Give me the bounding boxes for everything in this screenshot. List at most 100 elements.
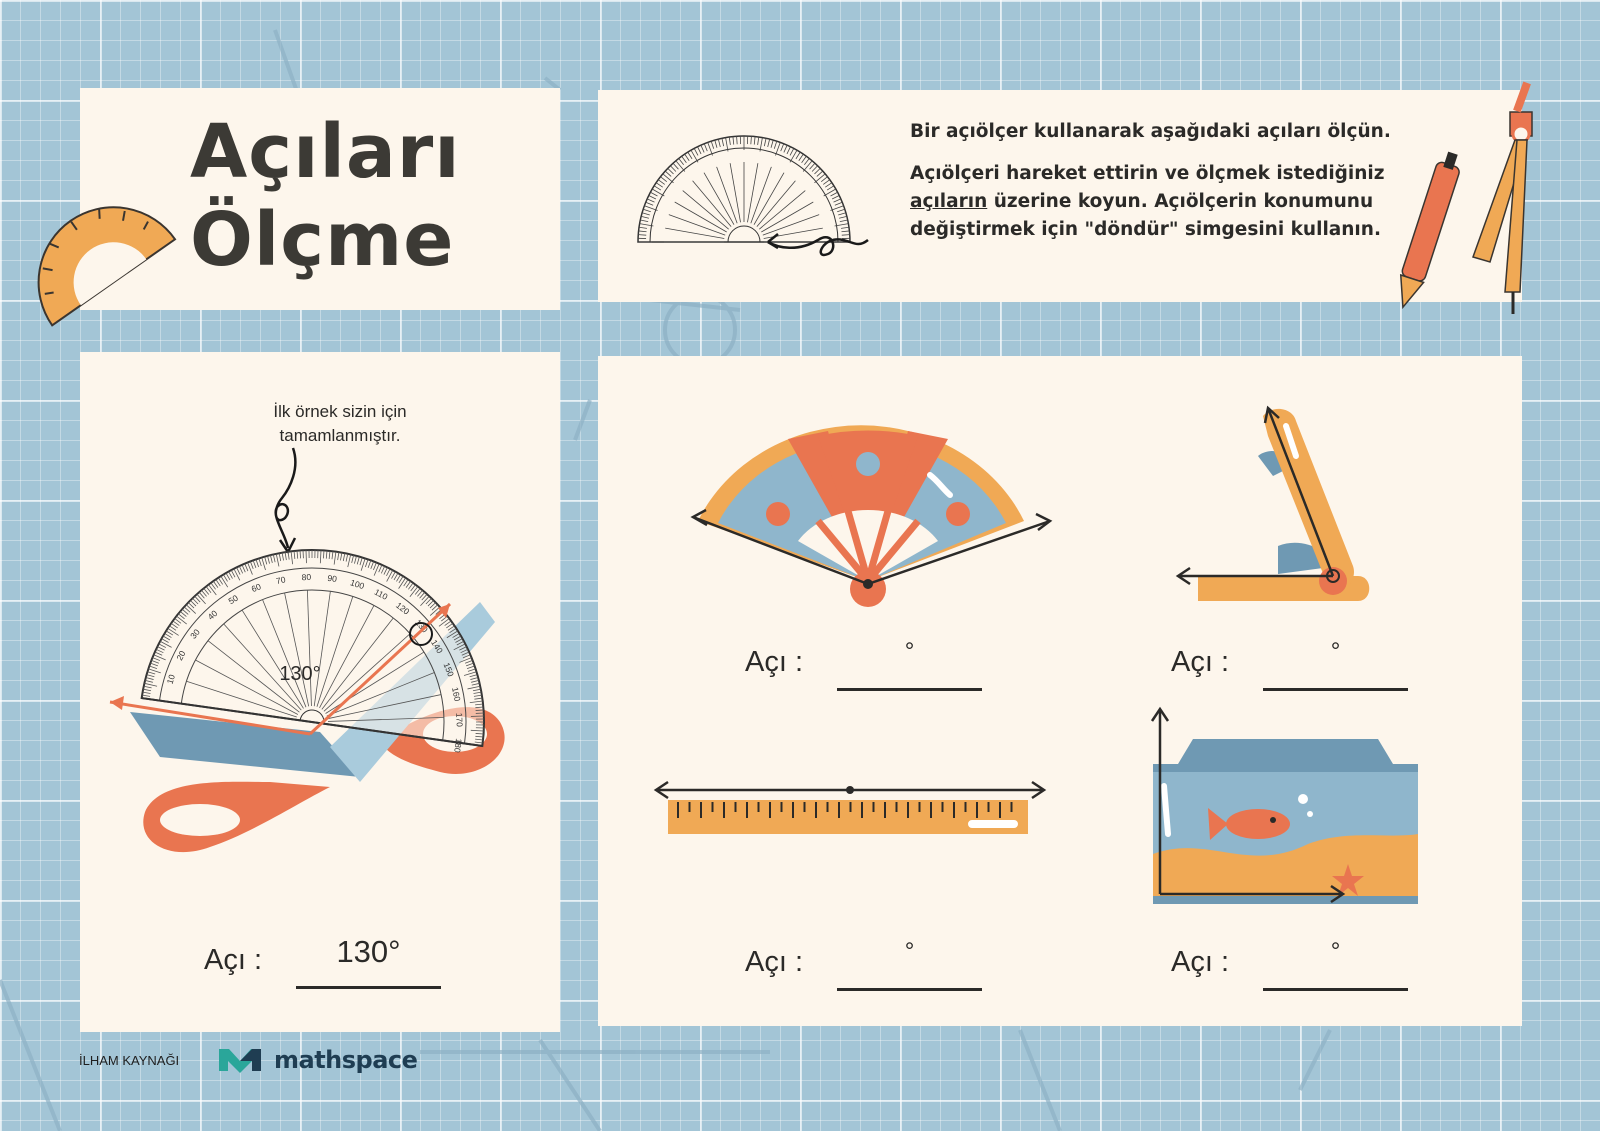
protractor-tick <box>208 584 217 596</box>
protractor-tick <box>823 188 836 197</box>
protractor-tick <box>798 153 804 161</box>
protractor-tick <box>275 553 280 567</box>
protractor-tick <box>296 550 299 559</box>
protractor-tick <box>190 600 197 607</box>
fan-illustration <box>690 425 1053 607</box>
answer-line[interactable] <box>1263 688 1408 691</box>
curly-arrow-icon <box>274 447 297 555</box>
protractor-tick <box>775 142 781 156</box>
protractor-tick <box>641 212 650 216</box>
brand-name[interactable]: mathspace <box>274 1046 418 1074</box>
protractor-tick <box>690 150 699 163</box>
answer-line[interactable] <box>1263 988 1408 991</box>
page-title: Açıları Ölçme <box>190 108 461 284</box>
protractor-tick <box>681 156 687 163</box>
protractor-tick <box>365 559 369 568</box>
protractor-tick <box>823 179 830 185</box>
protractor-tick <box>475 709 484 711</box>
protractor-tick <box>763 138 767 147</box>
protractor-ray <box>747 163 759 223</box>
protractor-tick <box>278 553 282 562</box>
protractor-ray <box>323 633 411 712</box>
protractor-tick <box>170 623 178 629</box>
protractor-tick <box>789 148 795 156</box>
protractor-tick <box>466 665 475 669</box>
protractor-tick <box>151 659 160 664</box>
protractor-tick <box>802 160 813 172</box>
protractor-tick-label: 90 <box>327 573 338 584</box>
protractor-tick <box>841 234 850 236</box>
protractor-tick <box>463 671 477 676</box>
answer-label: Açı : <box>745 946 804 978</box>
protractor-tick <box>449 627 457 634</box>
aquarium-illustration <box>1150 706 1418 904</box>
protractor-tick <box>359 557 363 566</box>
protractor-tick <box>475 712 484 714</box>
protractor-tick <box>470 715 484 717</box>
protractor-tick <box>429 606 441 616</box>
protractor-tick <box>660 176 668 182</box>
protractor-ray <box>682 190 729 230</box>
protractor-tick <box>241 564 246 573</box>
answer-value: 130° <box>336 934 401 969</box>
protractor-tick <box>164 633 172 638</box>
protractor-reading: 130° <box>279 663 320 685</box>
protractor-ray <box>668 214 726 236</box>
protractor-tick <box>471 680 479 683</box>
protractor-ray <box>761 201 814 233</box>
title-line-2: Ölçme <box>190 197 455 283</box>
protractor-tick <box>809 162 816 170</box>
protractor-tick <box>664 170 672 177</box>
protractor-tick <box>801 156 807 163</box>
protractor-tick <box>225 572 231 581</box>
answer-line[interactable] <box>837 688 982 691</box>
protractor-ray <box>674 201 727 233</box>
protractor-tick <box>839 219 848 223</box>
answer-line <box>296 986 441 989</box>
protractor-tick <box>417 589 423 597</box>
answer-label: Açı : <box>1171 946 1230 978</box>
protractor-tick <box>161 638 169 643</box>
protractor-tick <box>795 151 801 160</box>
protractor-tick <box>469 674 478 678</box>
protractor-tick <box>475 718 484 720</box>
protractor-tick <box>640 219 649 223</box>
protractor-tick <box>475 727 484 729</box>
protractor-tick <box>414 588 421 595</box>
protractor-tick <box>662 173 674 184</box>
answer-line[interactable] <box>837 988 982 991</box>
answer-label: Açı : <box>204 944 263 976</box>
protractor-tick <box>342 553 346 562</box>
protractor-tick <box>311 549 313 559</box>
protractor-tick <box>444 620 452 626</box>
protractor-tick <box>427 600 434 607</box>
protractor-tick <box>431 604 439 611</box>
protractor-tick <box>325 550 328 559</box>
protractor-tick <box>753 136 756 145</box>
protractor-ray <box>262 599 307 708</box>
protractor-tick <box>474 697 483 700</box>
protractor-tick <box>367 560 372 569</box>
protractor-tick <box>750 136 752 145</box>
protractor-tick <box>697 146 702 155</box>
protractor-tick <box>834 223 849 227</box>
protractor-tick <box>302 550 304 559</box>
protractor-tick <box>834 201 843 206</box>
protractor-tick <box>299 550 301 559</box>
protractor-tick <box>201 589 207 597</box>
protractor-tick <box>403 579 409 587</box>
protractor-tick <box>159 640 172 648</box>
protractor-tick-label: 170 <box>454 713 464 728</box>
protractor-tick <box>158 643 167 648</box>
protractor-tick <box>398 575 404 584</box>
protractor-tick <box>267 555 270 564</box>
protractor-tick <box>261 557 266 571</box>
protractor-tick <box>838 215 847 219</box>
tasks-card: Açı : ° Açı : ° Açı : ° Açı : ° <box>598 356 1522 1026</box>
protractor-tick <box>319 550 322 564</box>
footer-label: İLHAM KAYNAĞI <box>79 1053 180 1068</box>
protractor-tick <box>460 648 469 654</box>
protractor-tick <box>167 627 179 636</box>
protractor-tick <box>429 602 437 609</box>
